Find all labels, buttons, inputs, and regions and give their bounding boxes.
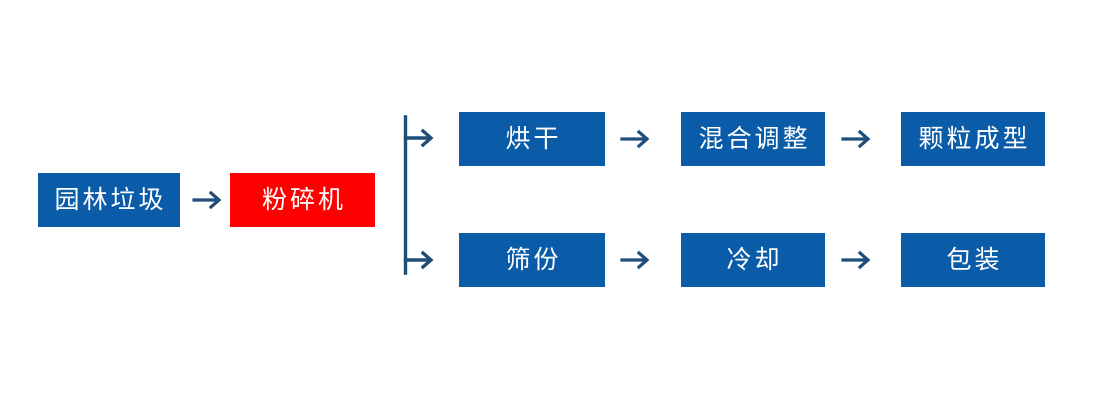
branch-split-connector-icon <box>400 114 444 276</box>
node-garden-waste[interactable]: 园林垃圾 <box>38 173 180 227</box>
node-cooling[interactable]: 冷却 <box>681 233 825 287</box>
node-label: 冷却 <box>726 245 783 274</box>
node-pellet-forming[interactable]: 颗粒成型 <box>901 112 1045 166</box>
node-label: 混合调整 <box>698 124 811 153</box>
node-crusher[interactable]: 粉碎机 <box>230 173 375 227</box>
node-label: 颗粒成型 <box>918 124 1031 153</box>
arrow-right-icon <box>841 125 875 153</box>
arrow-right-icon <box>192 186 226 214</box>
arrow-right-icon <box>620 246 654 274</box>
node-label: 粉碎机 <box>261 185 346 214</box>
node-sieving[interactable]: 筛份 <box>459 233 605 287</box>
node-label: 园林垃圾 <box>54 185 167 214</box>
node-packaging[interactable]: 包装 <box>901 233 1045 287</box>
node-mixing-adjustment[interactable]: 混合调整 <box>681 112 825 166</box>
node-label: 筛份 <box>505 245 562 274</box>
node-label: 烘干 <box>505 124 562 153</box>
arrow-right-icon <box>620 125 654 153</box>
node-label: 包装 <box>946 245 1003 274</box>
node-drying[interactable]: 烘干 <box>459 112 605 166</box>
arrow-right-icon <box>841 246 875 274</box>
